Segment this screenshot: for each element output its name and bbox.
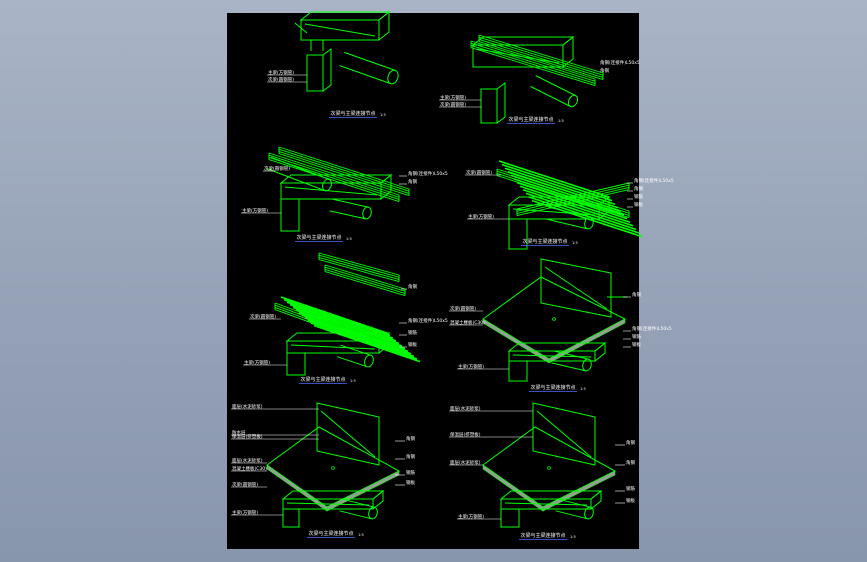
- leader-label: 次梁(圆钢管): [264, 165, 290, 172]
- leader-label: 角钢(连接件)L50x5: [600, 59, 640, 66]
- leader-label: 角钢: [634, 185, 643, 192]
- leader-label: 角钢(连接件)L50x5: [408, 317, 448, 324]
- leader-label: 角钢: [406, 453, 415, 460]
- leader-label: 角钢: [626, 439, 635, 446]
- leader-label: 次梁(圆钢管): [450, 305, 476, 312]
- leader-label: 钢板: [408, 341, 417, 348]
- detail-caption: 次梁与主梁连接节点: [308, 530, 353, 537]
- detail-caption: 次梁与主梁连接节点: [300, 376, 345, 383]
- leader-label: 次梁(圆钢管): [268, 76, 294, 83]
- leader-label: 钢筋: [626, 485, 635, 492]
- leader-label: 主梁(方钢管): [468, 213, 494, 220]
- leader-label: 角钢: [600, 67, 609, 74]
- leader-label: 角钢(连接件)L50x5: [632, 325, 672, 332]
- leader-label: 主梁(方钢管): [268, 69, 294, 76]
- detail-caption: 次梁与主梁连接节点: [522, 238, 567, 245]
- leader-label: 钢板: [626, 497, 635, 504]
- detail-scale: 1:5: [570, 535, 576, 539]
- detail-caption: 次梁与主梁连接节点: [508, 116, 553, 123]
- leader-label: 面层(水泥砂浆): [450, 405, 481, 412]
- leader-label: 面层(水泥砂浆): [450, 459, 481, 466]
- detail-1: 主梁(方钢管)次梁(圆钢管) 次梁与主梁连接节点 1:5: [267, 10, 399, 118]
- detail-caption: 次梁与主梁连接节点: [330, 110, 375, 117]
- leader-label: 角钢: [408, 283, 417, 290]
- leader-label: 角钢: [408, 178, 417, 185]
- detail-8: 面层(水泥砂浆)保温层(挤塑板)面层(水泥砂浆)主梁(方钢管)角钢角钢钢筋钢板次…: [449, 402, 635, 540]
- leader-label: 角钢(连接件)L50x5: [408, 170, 448, 177]
- leader-label: 次梁(圆钢管): [232, 481, 258, 488]
- leader-label: 主梁(方钢管): [458, 513, 484, 520]
- leader-label: 角钢: [626, 459, 635, 466]
- leader-label: 钢板: [634, 201, 643, 208]
- leader-label: 主梁(方钢管): [232, 509, 258, 516]
- leader-label: 角钢: [632, 291, 641, 298]
- detail-scale: 1:5: [580, 387, 586, 391]
- leader-label: 面层(水泥砂浆): [232, 403, 263, 410]
- leader-label: 次梁(圆钢管): [466, 169, 492, 176]
- leader-label: 钢筋: [406, 469, 415, 476]
- leader-label: 保温层(挤塑板): [450, 431, 481, 438]
- leader-label: 面层(水泥砂浆): [232, 457, 263, 464]
- leader-label: 次梁(圆钢管): [440, 101, 466, 108]
- detail-caption: 次梁与主梁连接节点: [296, 234, 341, 241]
- leader-label: 主梁(方钢管): [440, 94, 466, 101]
- leader-label: 主梁(方钢管): [244, 359, 270, 366]
- detail-7: 面层(水泥砂浆)防水层保温层(挤塑板)面层(水泥砂浆)混凝土楼板(C30)次梁(…: [231, 402, 415, 538]
- detail-scale: 1:5: [346, 237, 352, 241]
- detail-scale: 1:5: [572, 241, 578, 245]
- detail-scale: 1:5: [380, 113, 386, 117]
- leader-label: 混凝土楼板(C30): [232, 465, 267, 472]
- leader-label: 钢筋: [408, 329, 417, 336]
- leader-label: 次梁(圆钢管): [250, 313, 276, 320]
- detail-caption: 次梁与主梁连接节点: [530, 384, 575, 391]
- leader-label: 钢板: [406, 479, 415, 486]
- leader-label: 混凝土楼板(C30): [450, 319, 485, 326]
- leader-label: 主梁(方钢管): [242, 207, 268, 214]
- leader-label: 保温层(挤塑板): [232, 433, 263, 440]
- detail-4: 次梁(圆钢管) 主梁(方钢管) 角钢(连接件)L50x5角钢钢筋钢板次梁与主梁连接节…: [465, 160, 674, 250]
- leader-label: 主梁(方钢管): [458, 363, 484, 370]
- leader-label: 角钢(连接件)L50x5: [634, 177, 674, 184]
- leader-label: 钢筋: [632, 333, 641, 340]
- leader-label: 角钢: [406, 435, 415, 442]
- detail-caption: 次梁与主梁连接节点: [520, 532, 565, 539]
- leader-label: 钢筋: [634, 193, 643, 200]
- leader-label: 钢板: [632, 341, 641, 348]
- detail-scale: 1:5: [350, 379, 356, 383]
- leader-label: 防水层: [232, 429, 246, 436]
- detail-scale: 1:5: [358, 533, 364, 537]
- detail-scale: 1:5: [558, 119, 564, 123]
- detail-6: 次梁(圆钢管) 混凝土楼板(C30) 主梁(方钢管) 角钢角钢(连接件)L50x5钢筋…: [449, 258, 672, 392]
